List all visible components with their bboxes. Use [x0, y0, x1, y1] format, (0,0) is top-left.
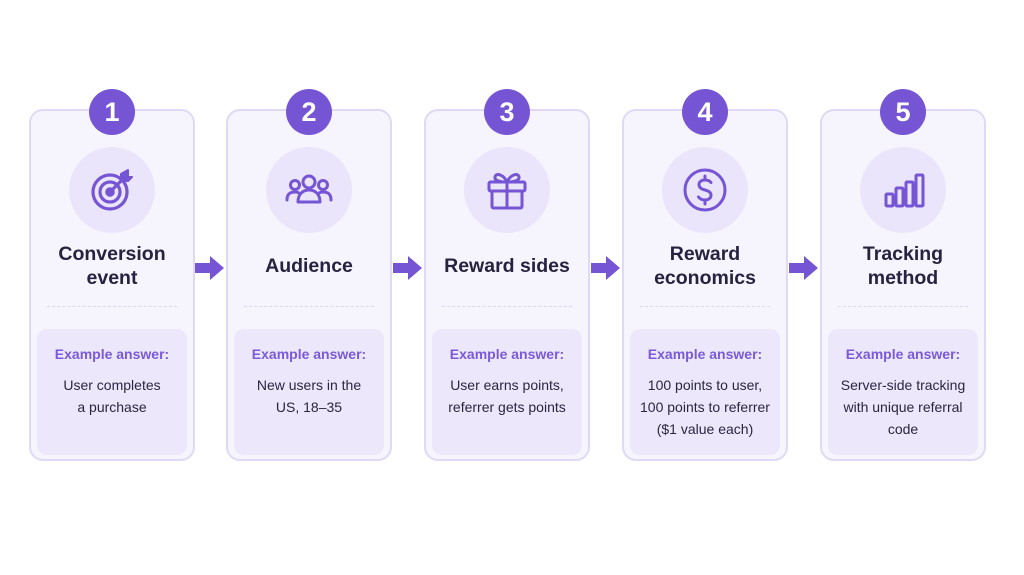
dollar-icon [662, 147, 748, 233]
arrow-right-icon [591, 256, 620, 280]
example-text-line: New users in the [256, 377, 362, 393]
step-title: Audience [228, 239, 390, 293]
example-text-line: Server-side tracking [840, 377, 966, 393]
step-card-1: 1 Conversion event Example answer: User … [29, 89, 195, 461]
step-number-badge: 3 [484, 89, 530, 135]
divider [640, 306, 770, 307]
step-card-4: 4 Reward economics Example answer: 100 p… [622, 89, 788, 461]
example-text-line: with unique referral [843, 399, 963, 415]
step-number-badge: 5 [880, 89, 926, 135]
example-answer-box: Example answer: 100 points to user, 100 … [630, 329, 780, 455]
example-text-line: User completes [63, 377, 161, 393]
step-title-line: Conversion [58, 243, 166, 265]
example-answer-box: Example answer: User completes a purchas… [37, 329, 187, 455]
example-text-line: 100 points to user, [647, 377, 763, 393]
gift-icon [464, 147, 550, 233]
divider [442, 306, 572, 307]
example-text-line: 100 points to referrer [640, 399, 770, 415]
example-answer-box: Example answer: New users in the US, 18–… [234, 329, 384, 455]
example-text-line: code [887, 421, 919, 437]
example-text-line: ($1 value each) [656, 421, 754, 437]
step-title-line: Reward [669, 243, 741, 265]
example-label: Example answer: [54, 346, 170, 362]
example-answer-box: Example answer: Server-side tracking wit… [828, 329, 978, 455]
example-label: Example answer: [251, 346, 367, 362]
example-label: Example answer: [647, 346, 763, 362]
example-text-line: a purchase [77, 399, 147, 415]
divider [838, 306, 968, 307]
step-title: Reward economics [624, 239, 786, 293]
step-number-badge: 2 [286, 89, 332, 135]
step-title-line: method [867, 267, 939, 289]
step-title-line: Audience [265, 255, 353, 277]
arrow-right-icon [393, 256, 422, 280]
step-title-line: Tracking [862, 243, 944, 265]
step-number-badge: 4 [682, 89, 728, 135]
step-card-3: 3 Reward sides Example answer: User earn… [424, 89, 590, 461]
step-title-line: economics [654, 267, 756, 289]
step-number-badge: 1 [89, 89, 135, 135]
step-card-2: 2 Audience Example answer: New users in … [226, 89, 392, 461]
bar-chart-icon [860, 147, 946, 233]
step-title: Tracking method [822, 239, 984, 293]
example-label: Example answer: [449, 346, 565, 362]
example-text-line: User earns points, [450, 377, 564, 393]
divider [244, 306, 374, 307]
arrow-right-icon [789, 256, 818, 280]
step-title-line: event [86, 267, 138, 289]
arrow-right-icon [195, 256, 224, 280]
example-text-line: US, 18–35 [275, 399, 343, 415]
target-icon [69, 147, 155, 233]
example-answer-box: Example answer: User earns points, refer… [432, 329, 582, 455]
step-title-line: Reward sides [444, 255, 570, 277]
users-icon [266, 147, 352, 233]
step-card-5: 5 Tracking method Example answer: Server… [820, 89, 986, 461]
example-label: Example answer: [845, 346, 961, 362]
step-title: Conversion event [31, 239, 193, 293]
step-title: Reward sides [426, 239, 588, 293]
divider [47, 306, 177, 307]
example-text-line: referrer gets points [448, 399, 566, 415]
